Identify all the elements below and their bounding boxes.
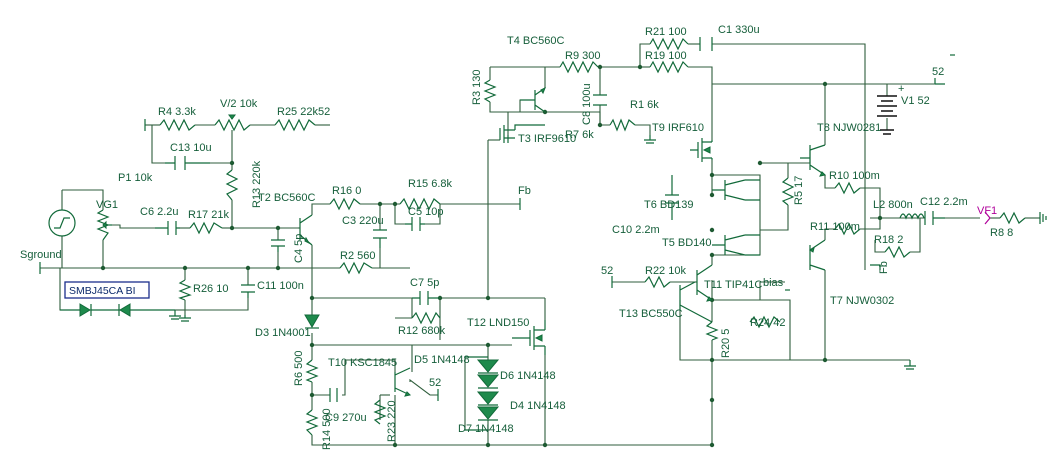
smbj-label: SMBJ45CA BI — [69, 285, 136, 297]
label-r5: R5 17 — [793, 176, 805, 205]
labels: T4 BC560C R21 100 C1 330u R19 100 R9 300… — [20, 24, 1013, 450]
label-r4: R4 3.3k — [158, 106, 196, 118]
label-r14: R14 500 — [321, 408, 333, 450]
label-t7: T7 NJW0302 — [830, 295, 894, 307]
label-c9: C9 270u — [325, 412, 367, 424]
label-p1: P1 10k — [118, 172, 153, 184]
inductor — [899, 213, 925, 220]
label-t2: T2 BC560C — [258, 192, 316, 204]
sources: + — [39, 78, 1047, 401]
label-sground: Sground — [20, 249, 62, 261]
label-r3: R3 130 — [471, 70, 483, 105]
label-r17: R17 21k — [188, 209, 229, 221]
label-t3: T3 IRF9610 — [518, 133, 576, 145]
diodes — [304, 314, 500, 431]
label-c11: C11 100n — [257, 280, 304, 292]
capacitors — [155, 37, 955, 402]
label-d3: D3 1N4001 — [255, 327, 311, 339]
vf1-probe — [984, 211, 991, 225]
label-t10: T10 KSC1845 — [328, 357, 397, 369]
label-c1: C1 330u — [718, 24, 760, 36]
label-c3: C3 220u — [342, 215, 384, 227]
label-r1: R1 6k — [630, 99, 659, 111]
label-bias: bias — [763, 277, 784, 289]
label-d6: D6 1N4148 — [500, 370, 556, 382]
label-t8: T8 NJW0281 — [817, 122, 881, 134]
label-v2: V/2 10k — [220, 98, 258, 110]
label-r7: R7 6k — [565, 129, 594, 141]
label-vg1: VG1 — [96, 199, 118, 211]
label-r25: R25 22k52 — [277, 106, 330, 118]
label-t9: T9 IRF610 — [652, 122, 704, 134]
label-r21: R21 100 — [645, 26, 687, 38]
label-c12: C12 2.2m — [920, 196, 968, 208]
label-c8: C8 100u — [581, 83, 593, 125]
resistors — [96, 37, 1026, 436]
label-l2: L2 800n — [873, 199, 913, 211]
label-r12: R12 680k — [398, 325, 446, 337]
label-t11: T11 TIP41C — [704, 279, 762, 291]
label-t4: T4 BC560C — [507, 35, 565, 47]
label-v1: V1 52 — [901, 95, 930, 107]
label-t12: T12 LND150 — [467, 317, 529, 329]
label-fb2: Fb — [878, 261, 890, 274]
svg-text:+: + — [898, 83, 904, 95]
label-r23: R23 220 — [386, 400, 398, 442]
label-c10: C10 2.2m — [612, 224, 660, 236]
label-fb1: Fb — [518, 185, 531, 197]
label-r16: R16 0 — [332, 185, 361, 197]
label-r15: R15 6.8k — [408, 178, 453, 190]
label-v52: 52 — [932, 66, 944, 78]
label-c5: C5 10p — [408, 206, 443, 218]
label-r24: R24 42 — [750, 317, 785, 329]
label-r26: R26 10 — [193, 283, 228, 295]
label-v52b: 52 — [601, 265, 613, 277]
label-r11: R11 100m — [810, 221, 860, 233]
label-r2: R2 560 — [340, 250, 375, 262]
label-t13: T13 BC550C — [619, 308, 683, 320]
label-r18: R18 2 — [874, 234, 903, 246]
label-r20: R20 5 — [720, 329, 732, 358]
label-t5: T5 BD140 — [662, 237, 712, 249]
label-r8: R8 8 — [990, 227, 1013, 239]
label-c7: C7 5p — [410, 277, 439, 289]
junctions — [100, 64, 883, 448]
label-r19: R19 100 — [645, 50, 687, 62]
label-d4: D4 1N4148 — [510, 400, 566, 412]
label-r13: R13 220k — [251, 160, 263, 208]
label-c4: C4 5p — [293, 234, 305, 263]
label-t6: T6 BD139 — [644, 199, 694, 211]
label-r10: R10 100m — [829, 170, 880, 182]
smbj-tvs-diode: SMBJ45CA BI — [60, 281, 175, 317]
label-r6: R6 500 — [293, 351, 305, 386]
label-v52c: 52 — [429, 377, 441, 389]
label-c6: C6 2.2u — [140, 206, 179, 218]
label-c13: C13 10u — [170, 142, 212, 154]
label-d5: D5 1N4148 — [414, 354, 470, 366]
label-r9: R9 300 — [565, 50, 600, 62]
label-vf1: VF1 — [977, 205, 997, 217]
label-d7: D7 1N4148 — [458, 423, 514, 435]
transistors — [299, 86, 827, 397]
label-r22: R22 10k — [645, 265, 686, 277]
